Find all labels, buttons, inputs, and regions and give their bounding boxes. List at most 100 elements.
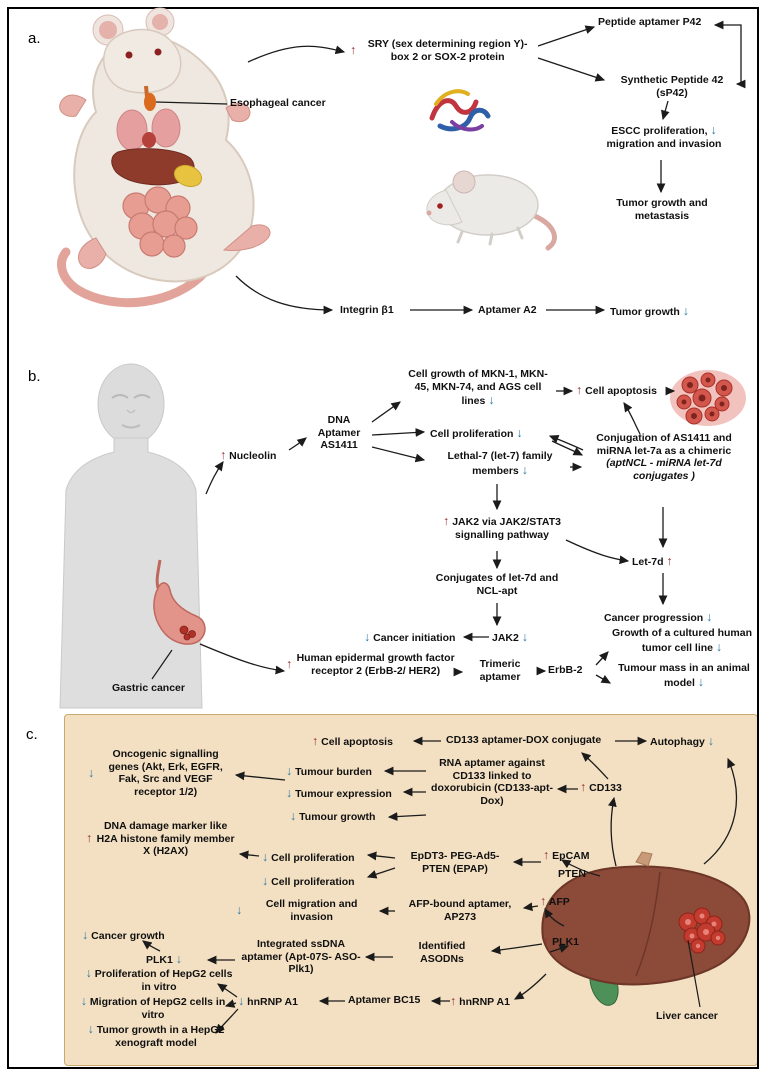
- identified-asodns-node: Identified ASODNs: [418, 940, 466, 965]
- down-arrow-icon: ↓: [236, 903, 243, 918]
- down-arrow-icon: ↓: [682, 304, 689, 318]
- hnrnp-up-node: ↑ hnRNP A1: [450, 994, 510, 1009]
- down-arrow-icon: ↓: [488, 393, 495, 408]
- dna-aptamer-node: DNA Aptamer AS1411: [317, 414, 361, 452]
- down-arrow-icon: ↓: [286, 764, 293, 778]
- up-arrow-icon: ↑: [443, 514, 450, 528]
- plk1-down-node: PLK1 ↓: [146, 952, 182, 967]
- liver-cancer-label: Liver cancer: [656, 1010, 718, 1022]
- growth-cultured-node: Growth of a cultured human tumor cell li…: [612, 627, 752, 655]
- nucleolin-label: Nucleolin: [229, 450, 277, 462]
- up-arrow-icon: ↑: [350, 43, 357, 58]
- cd133-dox-node: CD133 aptamer-DOX conjugate: [446, 734, 602, 746]
- cell-proliferation-node-c1: ↓ Cell proliferation: [262, 850, 355, 865]
- escc-node: ESCC proliferation, ↓ migration and inva…: [598, 123, 730, 151]
- hnrnp-label: hnRNP A1: [459, 996, 510, 1008]
- synthetic-peptide-node: Synthetic Peptide 42 (sP42): [620, 74, 724, 99]
- let7-label: Lethal-7 (let-7) family members: [447, 450, 553, 477]
- panel-b-label: b.: [28, 368, 41, 385]
- dna-damage-label: DNA damage marker like H2A histone famil…: [96, 820, 235, 858]
- cancer-progression-label: Cancer progression: [604, 612, 704, 624]
- dna-damage-node: ↑ DNA damage marker like H2A histone fam…: [86, 820, 236, 858]
- cancer-growth-label: Cancer growth: [91, 930, 165, 942]
- autophagy-node: Autophagy ↓: [650, 734, 714, 749]
- plk1-up-node: ↑ PLK1: [543, 934, 579, 949]
- epdt3-node: EpDT3- PEG-Ad5- PTEN (EPAP): [410, 850, 500, 875]
- proliferation-hepg2-label: Proliferation of HepG2 cells in vitro: [94, 968, 233, 993]
- her2-label: Human epidermal growth factor receptor 2…: [296, 652, 455, 677]
- cell-apoptosis-node-c: ↑ Cell apoptosis: [312, 734, 393, 749]
- down-arrow-icon: ↓: [706, 610, 713, 624]
- epcam-node: ↑ EpCAM: [543, 848, 590, 863]
- tumour-expression-label: Tumour expression: [295, 788, 392, 800]
- cell-growth-node: Cell growth of MKN-1, MKN-45, MKN-74, an…: [402, 368, 554, 408]
- cancer-progression-node: Cancer progression ↓: [604, 610, 712, 625]
- let7d-label: Let-7d: [632, 556, 664, 568]
- protein-ribbon-illustration: [429, 89, 491, 132]
- up-arrow-icon: ↑: [543, 848, 550, 862]
- tumour-growth-node-c: ↓ Tumour growth: [290, 809, 375, 824]
- escc-label-2: migration and invasion: [606, 138, 722, 150]
- conjugation-node: Conjugation of AS1411 and miRNA let-7a a…: [585, 432, 743, 482]
- conjugates-node: Conjugates of let-7d and NCL-apt: [435, 572, 559, 597]
- cell-migration-label: Cell migration and invasion: [265, 898, 358, 923]
- aptamer-bc15-node: Aptamer BC15: [348, 994, 421, 1006]
- connector-arrows: [142, 20, 746, 1034]
- up-arrow-icon: ↑: [576, 383, 583, 397]
- migration-hepg2-node: ↓ Migration of HepG2 cells in vitro: [78, 994, 228, 1022]
- tumor-growth-label: Tumor growth: [610, 306, 680, 318]
- afp-node: ↑ AFP: [540, 894, 570, 909]
- aptamer-a2-node: Aptamer A2: [478, 304, 537, 316]
- up-arrow-icon: ↑: [540, 894, 547, 908]
- conjugation-italic-label: (aptNCL - miRNA let-7d conjugates ): [606, 457, 722, 482]
- down-arrow-icon: ↓: [87, 1022, 94, 1036]
- down-arrow-icon: ↓: [715, 639, 723, 654]
- up-arrow-icon: ↑: [220, 448, 227, 462]
- autophagy-label: Autophagy: [650, 736, 705, 748]
- down-arrow-icon: ↓: [364, 630, 371, 644]
- pointer-lines: [151, 101, 701, 1008]
- growth-cultured-label: Growth of a cultured human tumor cell li…: [612, 627, 753, 654]
- plk1-label: PLK1: [552, 936, 580, 948]
- jak2-node: JAK2 ↓: [492, 630, 528, 645]
- proliferation-hepg2-node: ↓ Proliferation of HepG2 cells in vitro: [82, 966, 236, 994]
- afp-label: AFP: [548, 896, 570, 908]
- integrin-b1-node: Integrin β1: [340, 304, 394, 316]
- up-arrow-icon: ↑: [666, 554, 673, 568]
- down-arrow-icon: ↓: [516, 426, 523, 440]
- tumor-xenograft-node: ↓ Tumor growth in a HepG2 xenograft mode…: [74, 1022, 238, 1050]
- panel-a-label: a.: [28, 30, 41, 47]
- cd133-label: CD133: [589, 782, 622, 794]
- cell-proliferation-node-c2: ↓ Cell proliferation: [262, 874, 355, 889]
- down-arrow-icon: ↓: [710, 123, 717, 137]
- tumour-mass-node: Tumour mass in an animal model ↓: [618, 662, 750, 690]
- trimeric-aptamer-node: Trimeric aptamer: [479, 658, 521, 683]
- down-arrow-icon: ↓: [80, 994, 87, 1008]
- esophageal-cancer-label: Esophageal cancer: [230, 97, 326, 109]
- down-arrow-icon: ↓: [697, 674, 705, 689]
- cell-proliferation-label: Cell proliferation: [271, 876, 355, 888]
- cell-proliferation-node-b: Cell proliferation ↓: [430, 426, 523, 441]
- down-arrow-icon: ↓: [521, 462, 528, 477]
- conjugation-label: Conjugation of AS1411 and miRNA let-7a a…: [596, 432, 732, 457]
- up-arrow-icon: ↑: [286, 657, 293, 672]
- tumor-xenograft-label: Tumor growth in a HepG2 xenograft model: [96, 1024, 225, 1049]
- down-arrow-icon: ↓: [286, 786, 293, 800]
- up-arrow-icon: ↑: [580, 780, 587, 794]
- oncogenic-genes-node: ↓ Oncogenic signalling genes (Akt, Erk, …: [88, 748, 234, 798]
- gastric-cancer-label: Gastric cancer: [112, 682, 185, 694]
- sry-sox2-label: SRY (sex determining region Y)-box 2 or …: [367, 38, 528, 63]
- peptide-aptamer-p42-node: Peptide aptamer P42: [598, 16, 702, 28]
- cell-growth-label: Cell growth of MKN-1, MKN-45, MKN-74, an…: [408, 368, 548, 408]
- tumor-growth-metastasis-node: Tumor growth and metastasis: [616, 197, 708, 222]
- down-arrow-icon: ↓: [82, 928, 89, 942]
- nucleolin-node: ↑ Nucleolin: [220, 448, 276, 463]
- down-arrow-icon: ↓: [262, 874, 269, 888]
- cancer-initiation-node: ↓ Cancer initiation: [364, 630, 455, 645]
- tumour-growth-label: Tumour growth: [299, 811, 376, 823]
- let7-node: Lethal-7 (let-7) family members ↓: [430, 450, 570, 478]
- small-mouse-illustration: [426, 170, 557, 251]
- up-arrow-icon: ↑: [86, 831, 93, 846]
- cell-migration-node: ↓ Cell migration and invasion: [236, 898, 378, 923]
